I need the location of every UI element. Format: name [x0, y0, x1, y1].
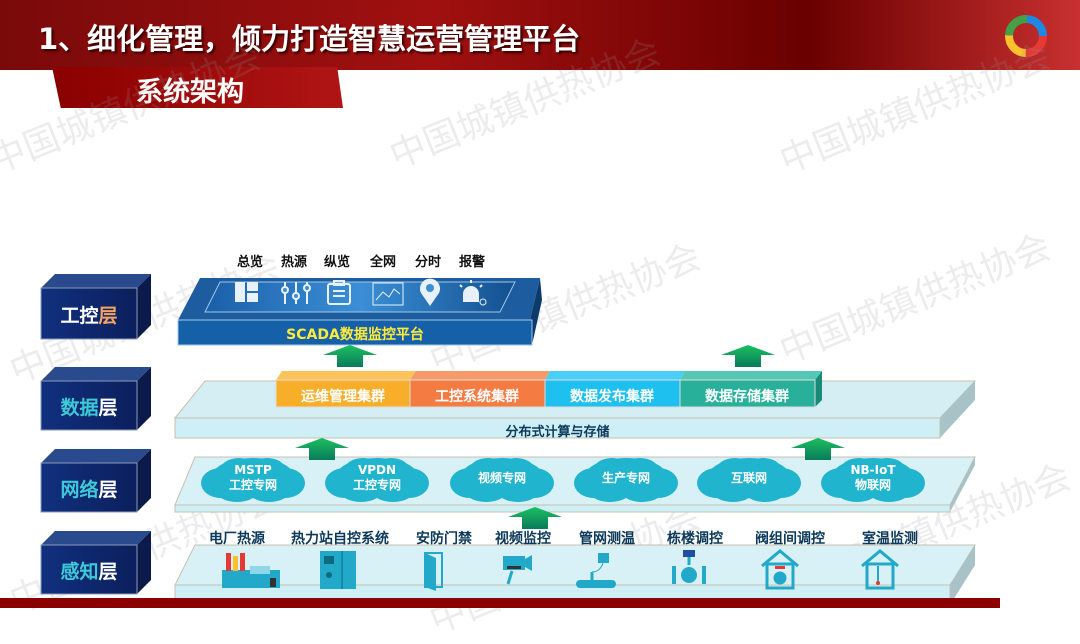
pipe-sensor-icon — [576, 553, 616, 588]
page-title: 1、细化管理，倾力打造智慧运营管理平台 — [38, 22, 581, 56]
scada-tab-overview[interactable]: 总览 — [237, 255, 264, 270]
sensing-item: 热力站自控系统 — [291, 531, 389, 547]
up-arrow-icon — [295, 438, 349, 460]
section-title: 系统架构 — [136, 77, 244, 108]
sensing-item: 管网测温 — [579, 531, 635, 547]
sensing-item: 阀组间调控 — [755, 531, 825, 547]
camera-icon — [503, 555, 532, 585]
plc-cabinet-icon — [320, 551, 356, 589]
location-pin-icon — [420, 278, 441, 306]
scada-tab-alarm[interactable]: 报警 — [459, 255, 486, 270]
sliders-icon — [281, 282, 311, 304]
scada-tab-network[interactable]: 全网 — [370, 255, 397, 270]
layer-label-network: 网络层 — [60, 479, 118, 501]
cloud-shape — [574, 458, 678, 502]
cluster-publish: 数据发布集群 — [570, 389, 654, 405]
logo-icon — [1005, 15, 1047, 57]
distributed-storage-label: 分布式计算与存储 — [505, 425, 610, 440]
dashboard-icon — [235, 282, 258, 302]
sensing-item: 安防门禁 — [416, 531, 472, 547]
clipboard-icon — [327, 280, 351, 305]
up-arrow-icon — [721, 345, 775, 367]
sensing-item: 视频监控 — [495, 531, 551, 547]
sensing-item: 电厂热源 — [209, 531, 265, 547]
valve-house-icon — [761, 549, 799, 590]
sensing-item: 栋楼调控 — [667, 531, 723, 547]
scada-tab-time[interactable]: 分时 — [415, 255, 442, 270]
cloud-production-network: 生产专网 — [601, 471, 650, 485]
layer-label-data: 数据层 — [60, 397, 118, 419]
cluster-tops — [275, 371, 822, 408]
layer-cubes — [40, 274, 151, 595]
layer-label-sensing: 感知层 — [60, 561, 118, 583]
cloud-internet: 互联网 — [730, 471, 767, 485]
cluster-storage: 数据存储集群 — [705, 389, 789, 405]
door-icon — [424, 552, 443, 591]
alarm-icon — [459, 280, 487, 306]
scada-tab-heat-source[interactable]: 热源 — [281, 255, 308, 270]
chart-icon — [372, 282, 404, 306]
layer-label-control: 工控层 — [60, 305, 118, 327]
sensing-platform — [174, 544, 976, 606]
cloud-shape — [325, 458, 429, 502]
header-band — [0, 0, 1080, 70]
up-arrow-icon — [791, 438, 845, 460]
valve-icon — [672, 550, 706, 584]
power-plant-icon — [222, 553, 280, 588]
scada-platform-label: SCADA数据监控平台 — [286, 327, 424, 343]
cloud-shape — [697, 458, 801, 502]
cloud-video-network: 视频专网 — [477, 471, 526, 485]
architecture-diagram — [40, 274, 977, 606]
sensing-item: 室温监测 — [862, 531, 918, 547]
cloud-shape — [821, 458, 925, 502]
up-arrow-icon — [508, 507, 562, 529]
cloud-shape — [201, 458, 305, 502]
cloud-shape — [450, 458, 554, 502]
subtitle-box — [52, 67, 343, 108]
footer-band — [0, 598, 1000, 608]
thermometer-house-icon — [861, 549, 899, 590]
cluster-ops: 运维管理集群 — [301, 389, 385, 405]
cluster-control: 工控系统集群 — [435, 389, 519, 405]
up-arrow-icon — [323, 345, 377, 367]
scada-tab-panorama[interactable]: 纵览 — [324, 255, 351, 270]
